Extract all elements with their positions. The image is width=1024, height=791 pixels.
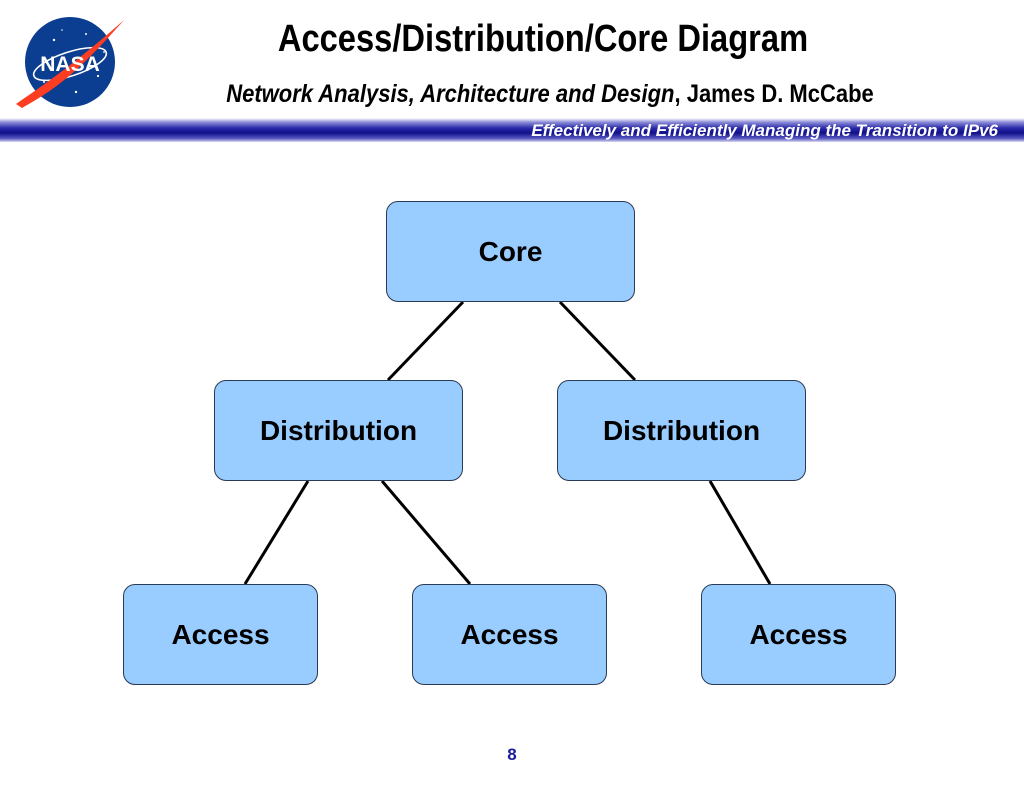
node-distribution-right: Distribution <box>557 380 806 481</box>
header-band <box>0 118 1024 142</box>
svg-text:NASA: NASA <box>40 53 100 76</box>
edge-distribution-left-access-left <box>243 480 310 585</box>
edge-core-distribution-left <box>386 300 465 382</box>
book-author: , James D. McCabe <box>674 80 874 108</box>
header-tagline: Effectively and Efficiently Managing the… <box>531 121 998 140</box>
node-distribution-left: Distribution <box>214 380 463 481</box>
node-access-right: Access <box>701 584 896 685</box>
page-number: 8 <box>507 745 517 764</box>
node-access-left: Access <box>123 584 318 685</box>
edge-distribution-right-access-right <box>708 480 772 585</box>
slide-subtitle: Network Analysis, Architecture and Desig… <box>172 80 929 109</box>
node-access-middle: Access <box>412 584 607 685</box>
book-title: Network Analysis, Architecture and Desig… <box>226 80 675 108</box>
edge-core-distribution-right <box>558 300 637 382</box>
node-core: Core <box>386 201 635 302</box>
slide-title: Access/Distribution/Core Diagram <box>277 18 809 60</box>
edge-distribution-left-access-middle <box>380 480 472 585</box>
nasa-logo: NASA <box>16 17 124 108</box>
